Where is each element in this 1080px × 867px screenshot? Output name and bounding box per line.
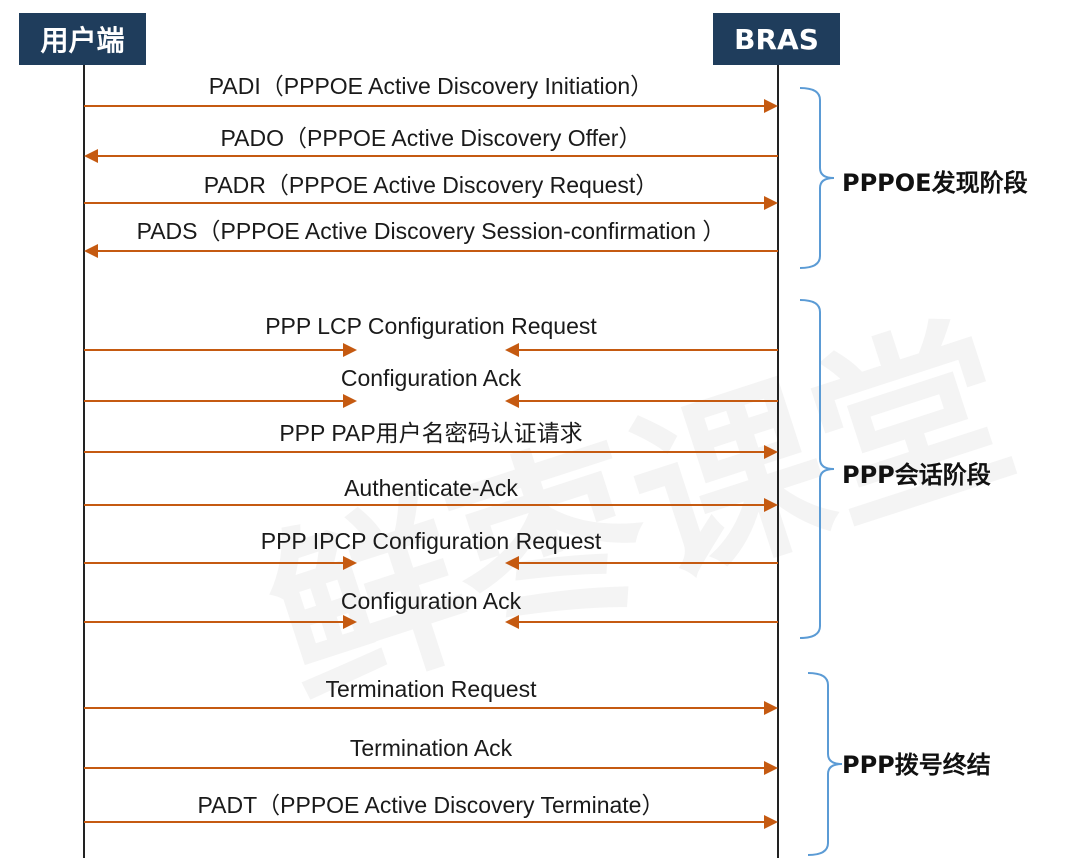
- arrowhead-ipcp-ack-from-bras: [505, 615, 519, 629]
- phase-label-termination: PPP拨号终结: [842, 751, 991, 779]
- message-label-auth-ack: Authenticate-Ack: [344, 475, 518, 501]
- phase-label-discovery: PPPOE发现阶段: [842, 169, 1028, 197]
- arrowhead-lcp-request-from-client: [343, 343, 357, 357]
- arrowhead-lcp-request-from-bras: [505, 343, 519, 357]
- bracket-discovery: [799, 87, 835, 269]
- message-label-padr: PADR（PPPOE Active Discovery Request）: [203, 172, 659, 198]
- actor-client-label: 用户端: [40, 24, 125, 57]
- bracket-termination: [807, 672, 843, 856]
- message-label-pap-request: PPP PAP用户名密码认证请求: [279, 420, 583, 446]
- message-label-pado: PADO（PPPOE Active Discovery Offer）: [220, 125, 642, 151]
- arrowhead-ipcp-request-from-client: [343, 556, 357, 570]
- message-label-pads: PADS（PPPOE Active Discovery Session-conf…: [136, 218, 726, 244]
- arrowhead-pads: [84, 244, 98, 258]
- arrowhead-lcp-ack-from-client: [343, 394, 357, 408]
- message-label-termination-request: Termination Request: [325, 676, 537, 702]
- phase-label-session: PPP会话阶段: [842, 461, 991, 489]
- actor-client-box: 用户端: [19, 13, 146, 65]
- message-label-ipcp-request: PPP IPCP Configuration Request: [260, 528, 602, 554]
- bracket-session: [799, 299, 835, 639]
- actor-bras-box: BRAS: [713, 13, 840, 65]
- arrowhead-pado: [84, 149, 98, 163]
- message-label-padi: PADI（PPPOE Active Discovery Initiation）: [208, 73, 654, 99]
- arrowhead-padt: [764, 815, 778, 829]
- arrowhead-termination-ack: [764, 761, 778, 775]
- arrowhead-padi: [764, 99, 778, 113]
- arrowhead-ipcp-ack-from-client: [343, 615, 357, 629]
- arrowhead-pap-request: [764, 445, 778, 459]
- message-label-ipcp-ack: Configuration Ack: [340, 588, 522, 614]
- arrowhead-padr: [764, 196, 778, 210]
- arrowhead-termination-request: [764, 701, 778, 715]
- arrowhead-auth-ack: [764, 498, 778, 512]
- arrowhead-ipcp-request-from-bras: [505, 556, 519, 570]
- message-label-lcp-request: PPP LCP Configuration Request: [265, 313, 597, 339]
- message-label-termination-ack: Termination Ack: [349, 735, 513, 761]
- arrowhead-lcp-ack-from-bras: [505, 394, 519, 408]
- message-label-padt: PADT（PPPOE Active Discovery Terminate）: [197, 792, 665, 818]
- actor-bras-label: BRAS: [734, 22, 819, 56]
- message-label-lcp-ack: Configuration Ack: [340, 365, 522, 391]
